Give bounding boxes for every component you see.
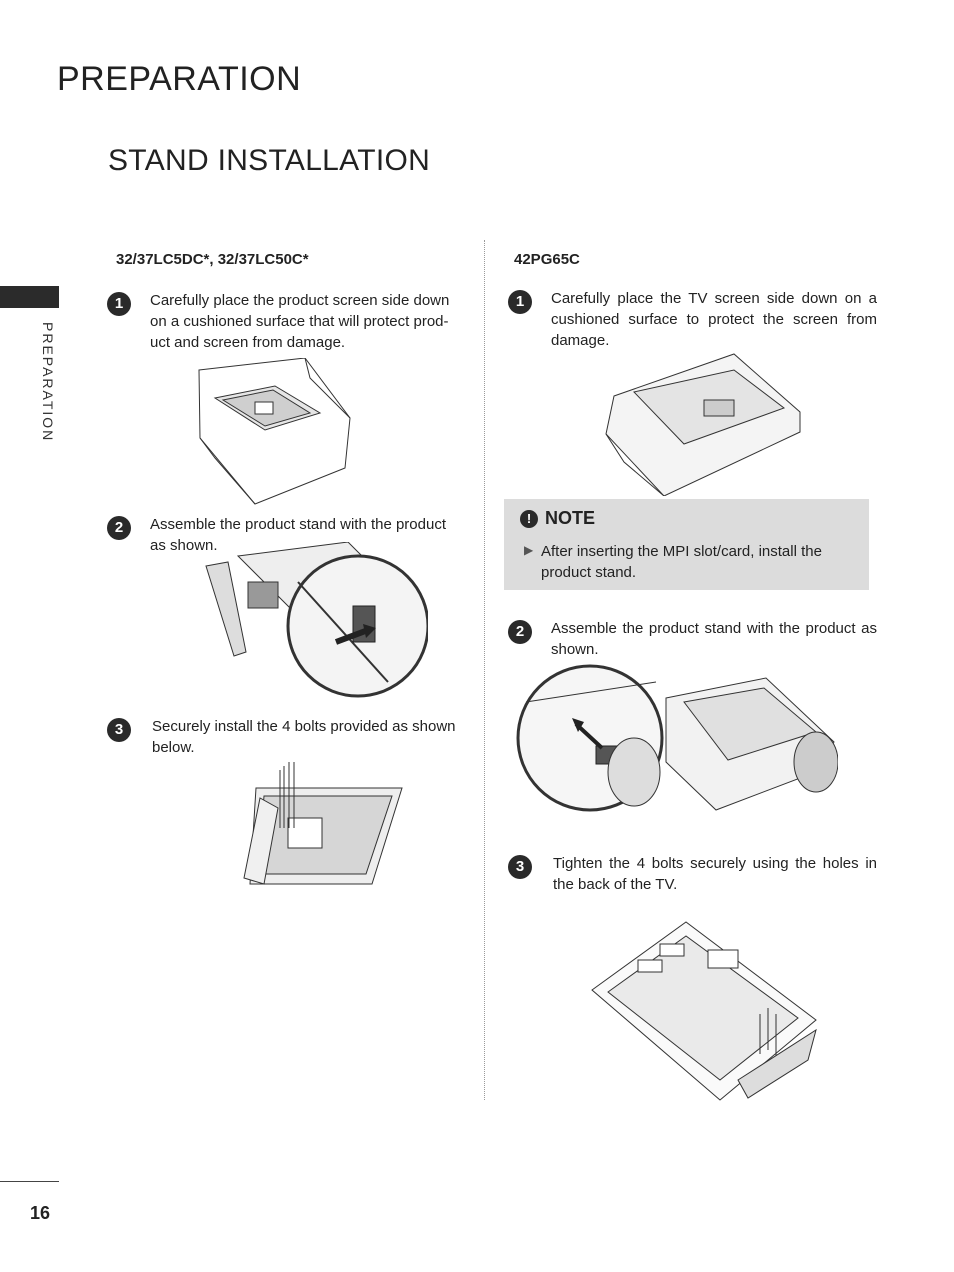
footer-rule: [0, 1181, 59, 1182]
right-step-3-text: Tighten the 4 bolts securely using the h…: [553, 855, 877, 893]
warning-icon: !: [520, 510, 538, 528]
left-step-1-text: Carefully place the product screen side …: [150, 292, 450, 351]
page-number: 16: [30, 1203, 51, 1223]
right-step-2-number: 2: [508, 620, 532, 644]
plasma-face-down-illustration: [605, 353, 801, 496]
bolt-install-illustration: [243, 762, 403, 885]
page-title: STAND INSTALLATION: [108, 144, 431, 177]
left-model-heading: 32/37LC5DC*, 32/37LC50C*: [116, 251, 309, 268]
tv-face-down-illustration: [198, 358, 351, 505]
sidebar-label: PREPARATION: [40, 322, 56, 443]
stand-assembly-illustration: [205, 542, 428, 698]
left-step-3-number: 3: [107, 718, 131, 742]
left-step-3-text: Securely install the 4 bolts provided as…: [152, 718, 456, 756]
sidebar-tab: [0, 286, 59, 308]
plasma-stand-assembly-illustration: [516, 664, 838, 812]
left-step-2-number: 2: [107, 516, 131, 540]
column-divider: [484, 240, 485, 1100]
note-title: NOTE: [545, 508, 596, 528]
note-box: [504, 499, 869, 590]
note-text: After inserting the MPI slot/card, insta…: [541, 543, 822, 581]
right-model-heading: 42PG65C: [514, 251, 580, 268]
right-step-3-number: 3: [508, 855, 532, 879]
left-step-2-text: Assemble the product stand with the prod…: [150, 516, 447, 554]
left-step-1-number: 1: [107, 292, 131, 316]
section-title: PREPARATION: [57, 60, 302, 98]
triangle-bullet-icon: ▶: [524, 543, 534, 557]
right-step-1-text: Carefully place the TV screen side down …: [551, 290, 877, 349]
plasma-bolt-tighten-illustration: [591, 921, 817, 1101]
right-step-1-number: 1: [508, 290, 532, 314]
right-step-2-text: Assemble the product stand with the prod…: [551, 620, 877, 658]
